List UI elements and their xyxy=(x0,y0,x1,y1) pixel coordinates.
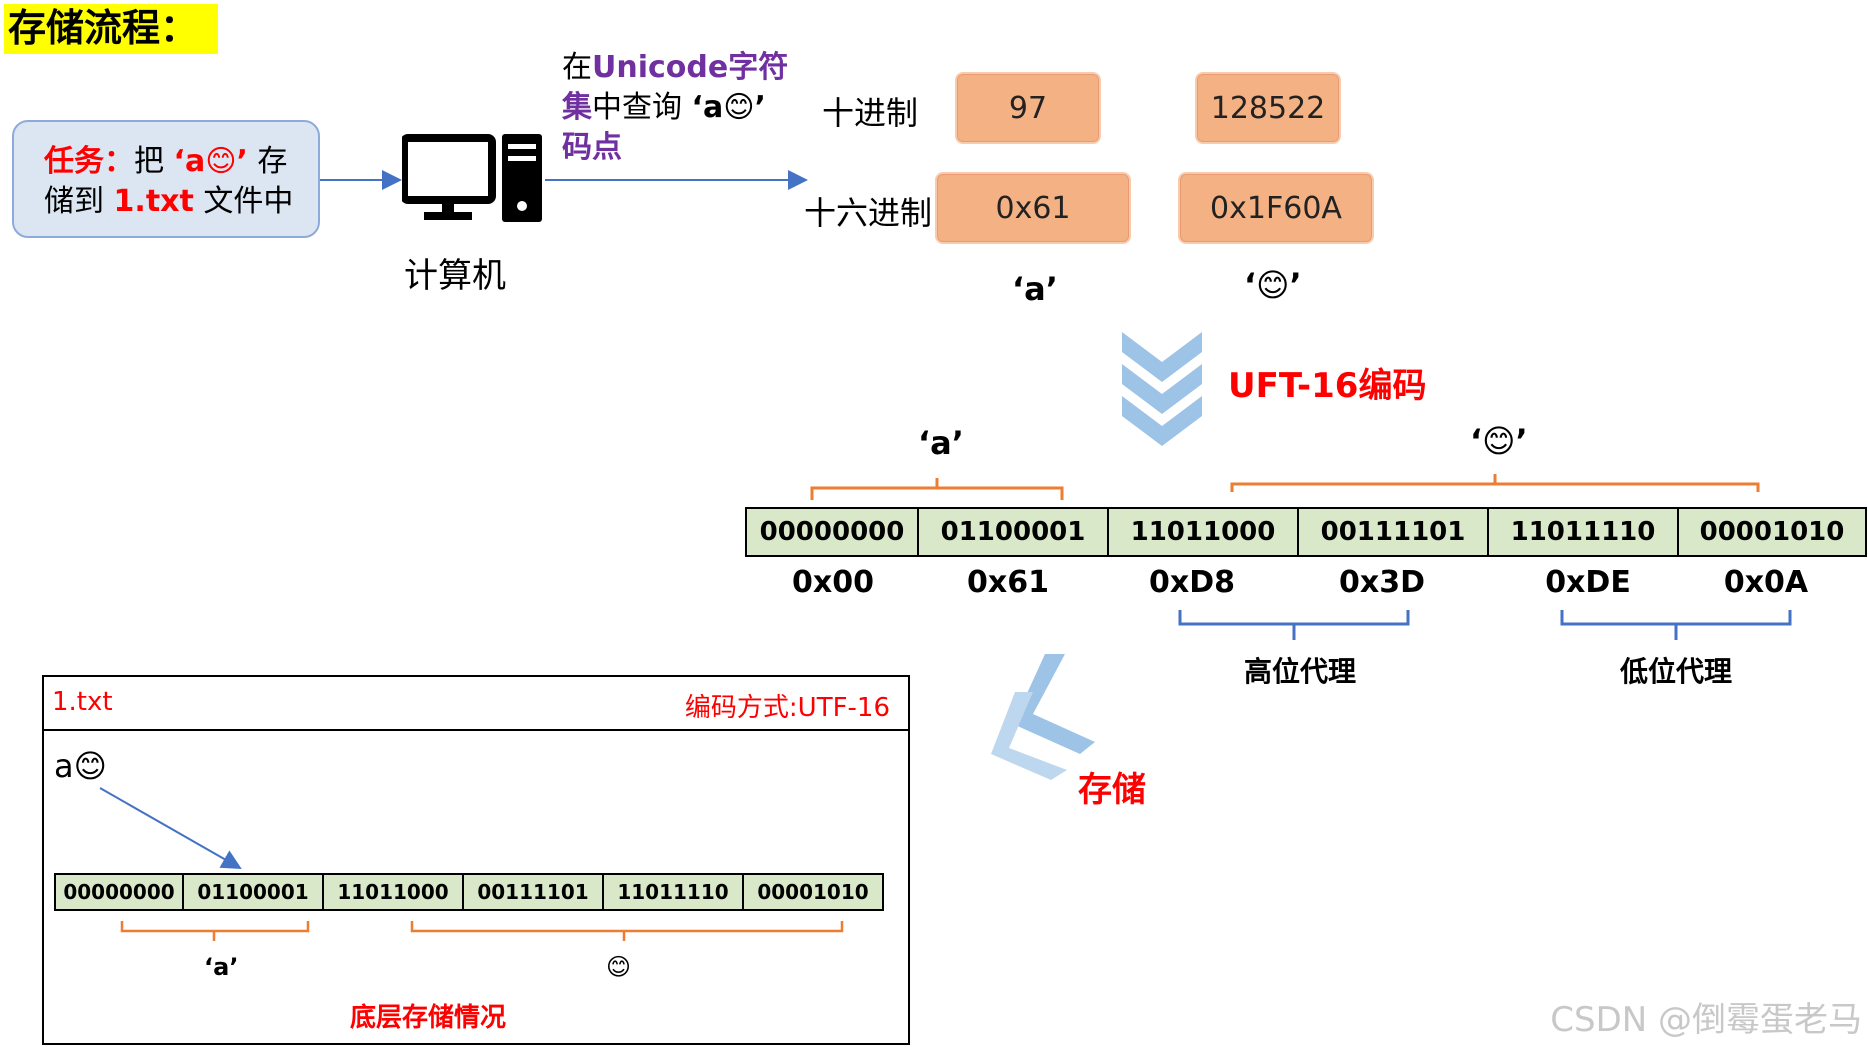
file-byte-row: 00000000 01100001 11011000 00111101 1101… xyxy=(54,873,884,911)
task-text2: 存储到 xyxy=(44,144,288,219)
store-label: 存储 xyxy=(1078,770,1146,810)
byte-cell: 11011000 xyxy=(1109,509,1299,555)
file-header: 1.txt 编码方式:UTF-16 xyxy=(44,677,908,731)
file-emoji-label: 😊 xyxy=(606,953,632,981)
computer-label: 计算机 xyxy=(404,256,506,296)
file-byte-cell: 00000000 xyxy=(56,875,184,909)
bracket-emoji xyxy=(1230,474,1760,492)
lookup-pre: 在 xyxy=(562,50,592,85)
lookup-text: 在Unicode字符集中查询 ‘a😊’ 码点 xyxy=(562,48,802,168)
emoji-decimal-box: 128522 xyxy=(1195,72,1341,144)
byte-cell: 11011110 xyxy=(1489,509,1679,555)
chevron-down-icon xyxy=(1122,332,1202,446)
emoji-char-label: ‘😊’ xyxy=(1244,266,1302,304)
lookup-char: ‘a😊’ xyxy=(691,90,766,125)
task-prefix: 任务： xyxy=(44,144,134,179)
decimal-label: 十进制 xyxy=(822,94,919,132)
arrow-file-content xyxy=(99,787,242,869)
bracket-high-surrogate xyxy=(1178,610,1410,640)
bracket-a xyxy=(810,478,1064,500)
lookup-charset: Unicode字符集 xyxy=(562,50,789,125)
byte-group-a-label: ‘a’ xyxy=(918,424,964,462)
file-byte-cell: 00111101 xyxy=(464,875,604,909)
computer-icon xyxy=(402,134,542,222)
a-char-label: ‘a’ xyxy=(1012,270,1058,308)
hex-byte: 0x3D xyxy=(1338,565,1425,600)
file-box: 1.txt 编码方式:UTF-16 a😊 00000000 01100001 1… xyxy=(42,675,910,1045)
byte-group-emoji-label: ‘😊’ xyxy=(1470,422,1528,460)
encode-label: UFT-16编码 xyxy=(1228,366,1427,406)
byte-cell: 00111101 xyxy=(1299,509,1489,555)
hex-byte: 0xDE xyxy=(1545,565,1631,600)
hex-byte: 0x61 xyxy=(967,565,1049,600)
file-byte-cell: 11011110 xyxy=(604,875,744,909)
lookup-suffix: 码点 xyxy=(562,130,622,165)
emoji-hex-box: 0x1F60A xyxy=(1178,172,1374,244)
byte-cell: 00000000 xyxy=(747,509,919,555)
watermark: CSDN @倒霉蛋老马 xyxy=(1550,1000,1862,1040)
bracket-low-surrogate xyxy=(1560,610,1792,640)
file-byte-cell: 00001010 xyxy=(744,875,882,909)
file-brackets xyxy=(120,921,844,941)
task-text1: 把 xyxy=(134,144,174,179)
file-content: a😊 xyxy=(54,747,107,785)
hex-byte: 0x00 xyxy=(792,565,874,600)
a-hex-box: 0x61 xyxy=(935,172,1131,244)
hex-label: 十六进制 xyxy=(804,194,933,232)
byte-cell: 00001010 xyxy=(1679,509,1865,555)
file-encoding: 编码方式:UTF-16 xyxy=(684,693,890,723)
file-byte-cell: 01100001 xyxy=(184,875,324,909)
file-caption: 底层存储情况 xyxy=(350,1003,507,1033)
hex-byte: 0xD8 xyxy=(1148,565,1235,600)
byte-cell: 01100001 xyxy=(919,509,1109,555)
task-file: 1.txt xyxy=(113,184,194,219)
byte-row: 00000000 01100001 11011000 00111101 1101… xyxy=(745,507,1867,557)
chevron-left-icon xyxy=(991,654,1095,780)
lookup-mid: 中查询 xyxy=(592,90,692,125)
file-name: 1.txt xyxy=(52,687,113,717)
hex-byte: 0x0A xyxy=(1723,565,1809,600)
file-a-label: ‘a’ xyxy=(204,953,239,981)
file-bracket-a xyxy=(120,921,310,941)
high-surrogate-label: 高位代理 xyxy=(1244,655,1357,688)
task-char: ‘a😊’ xyxy=(173,144,248,179)
a-decimal-box: 97 xyxy=(955,72,1101,144)
file-bracket-emoji xyxy=(410,921,844,941)
task-text3: 文件中 xyxy=(193,184,294,219)
page-title: 存储流程： xyxy=(4,4,219,54)
low-surrogate-label: 低位代理 xyxy=(1620,655,1733,688)
task-box: 任务：把 ‘a😊’ 存储到 1.txt 文件中 xyxy=(12,120,320,238)
file-byte-cell: 11011000 xyxy=(324,875,464,909)
